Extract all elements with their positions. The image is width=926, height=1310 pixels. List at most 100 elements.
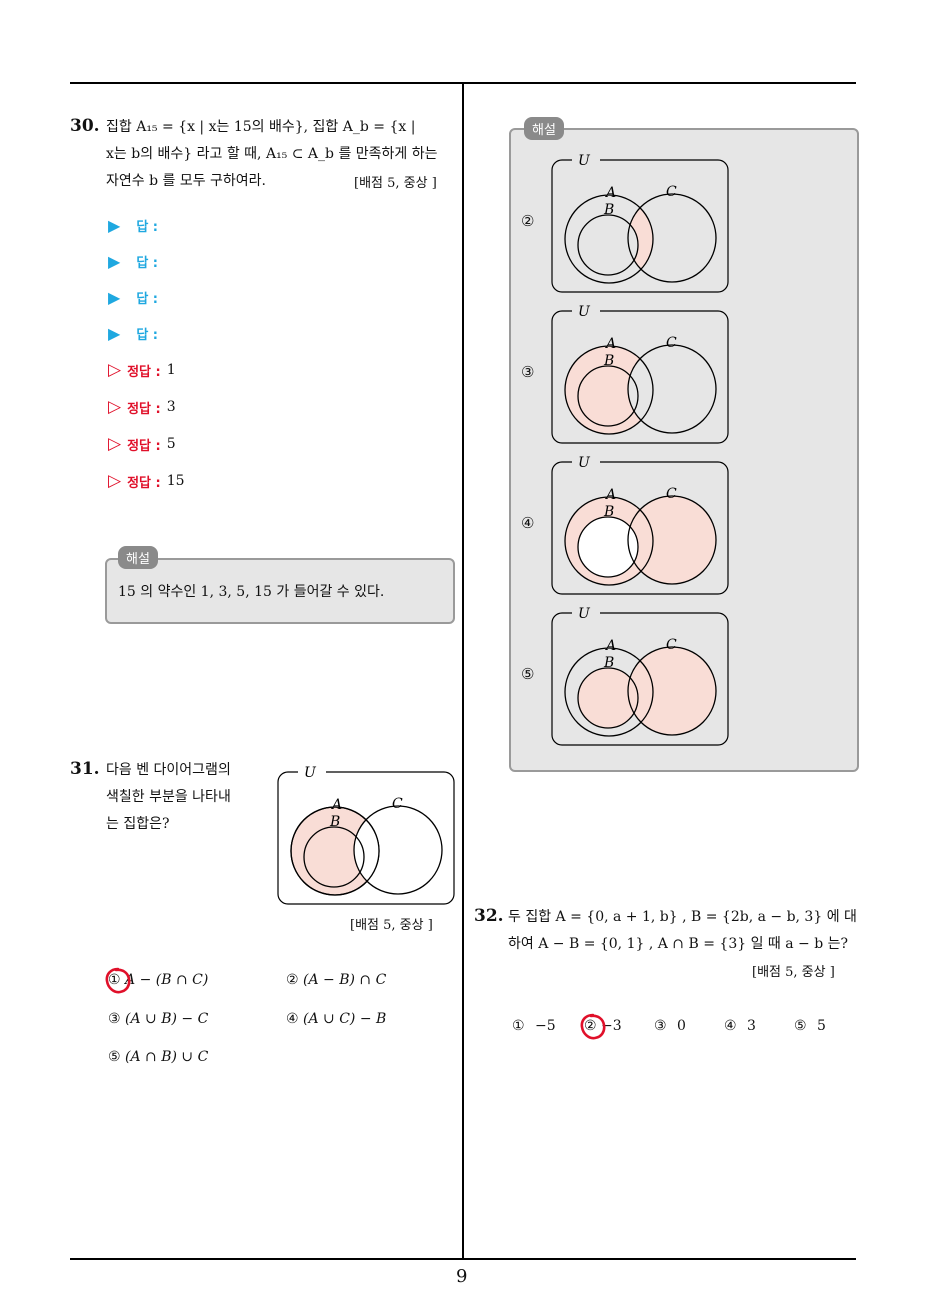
q31-choice-2[interactable]: ② (A − B) ∩ C — [286, 972, 386, 988]
q31-choice-1[interactable]: ① A − (B ∩ C) — [108, 972, 208, 988]
column-divider — [462, 82, 464, 1260]
play-icon: ▶ — [108, 216, 121, 235]
correct-label: 정답 : — [127, 475, 161, 491]
venn-label-c: C — [666, 184, 677, 200]
page-number: 9 — [456, 1266, 468, 1287]
venn-set-c — [353, 805, 443, 895]
choice-number: ③ — [108, 1011, 121, 1027]
correct-value: 5 — [166, 436, 176, 452]
choice-number: ⑤ — [794, 1018, 807, 1034]
choice-number: ④ — [286, 1011, 299, 1027]
triangle-outline-icon: ▷ — [108, 360, 122, 380]
correct-value: 1 — [166, 362, 176, 378]
q30-line2: x는 b의 배수} 라고 할 때, A₁₅ ⊂ A_b 를 만족하게 하는 — [106, 146, 438, 162]
q31-line1: 다음 벤 다이어그램의 — [106, 762, 231, 778]
venn-label-u: U — [578, 304, 591, 320]
q31-venn-diagram: U A B C — [277, 763, 455, 905]
q30-number: 30. — [70, 116, 100, 136]
venn-label-c: C — [666, 637, 677, 653]
correct-value: 15 — [166, 473, 185, 489]
q31-choice-5[interactable]: ⑤ (A ∩ B) ∪ C — [108, 1049, 208, 1065]
explain-venn-4: U A B C — [551, 453, 729, 595]
choice-number: ② — [584, 1018, 597, 1034]
q30-meta: [배점 5, 중상 ] — [354, 176, 437, 191]
choice-number: ③ — [654, 1018, 667, 1034]
venn-label-b: B — [603, 504, 614, 520]
q31-meta: [배점 5, 중상 ] — [350, 918, 433, 933]
choice-number: ② — [286, 972, 299, 988]
explain-venn-5: U A B C — [551, 604, 729, 746]
q30-explanation-box — [105, 558, 455, 624]
venn-label-b: B — [329, 814, 340, 830]
triangle-outline-icon: ▷ — [108, 434, 122, 454]
choice-number: ⑤ — [108, 1049, 121, 1065]
choice-text: (A ∪ C) − B — [303, 1011, 387, 1027]
correct-answer-2: ▷ 정답 : 3 — [108, 397, 176, 417]
answer-label: 답 : — [136, 328, 158, 343]
answer-input-1[interactable]: ▶ 답 : — [108, 216, 158, 235]
triangle-outline-icon: ▷ — [108, 397, 122, 417]
q32-choice-3[interactable]: ③ 0 — [654, 1018, 686, 1034]
answer-input-3[interactable]: ▶ 답 : — [108, 288, 158, 307]
answer-label: 답 : — [136, 220, 158, 235]
correct-answer-1: ▷ 정답 : 1 — [108, 360, 176, 380]
choice-text: A − (B ∩ C) — [125, 972, 209, 988]
correct-label: 정답 : — [127, 401, 161, 417]
q30-text: 집합 A₁₅ = {x | x는 15의 배수}, 집합 A_b = {x | … — [106, 114, 456, 195]
venn-label-u: U — [304, 765, 317, 781]
choice-text: −3 — [601, 1018, 622, 1034]
q32-choice-5[interactable]: ⑤ 5 — [794, 1018, 826, 1034]
explain-option-number: ⑤ — [521, 665, 535, 683]
q32-text: 두 집합 A = {0, a + 1, b} , B = {2b, a − b,… — [508, 904, 860, 958]
q32-number: 32. — [474, 906, 504, 926]
venn-label-b: B — [603, 353, 614, 369]
q30-explanation-tag: 해설 — [118, 546, 158, 569]
answer-label: 답 : — [136, 292, 158, 307]
q32-line2: 하여 A − B = {0, 1} , A ∩ B = {3} 일 때 a − … — [508, 936, 849, 952]
q31-line2: 색칠한 부분을 나타내 — [106, 789, 231, 805]
q31-number: 31. — [70, 759, 100, 779]
play-icon: ▶ — [108, 252, 121, 271]
venn-label-c: C — [666, 486, 677, 502]
q32-choice-4[interactable]: ④ 3 — [724, 1018, 756, 1034]
venn-label-b: B — [603, 202, 614, 218]
q30-line1: 집합 A₁₅ = {x | x는 15의 배수}, 집합 A_b = {x | — [106, 119, 416, 135]
bottom-rule — [70, 1258, 856, 1260]
correct-value: 3 — [166, 399, 176, 415]
q31-line3: 는 집합은? — [106, 816, 170, 832]
explain-venn-2: U A B C — [551, 151, 729, 293]
venn-label-a: A — [604, 638, 616, 654]
venn-set-b — [303, 826, 365, 888]
triangle-outline-icon: ▷ — [108, 471, 122, 491]
choice-text: 0 — [677, 1018, 686, 1034]
answer-input-2[interactable]: ▶ 답 : — [108, 252, 158, 271]
choice-text: (A − B) ∩ C — [303, 972, 387, 988]
play-icon: ▶ — [108, 288, 121, 307]
explain-option-number: ④ — [521, 514, 535, 532]
choice-number: ④ — [724, 1018, 737, 1034]
explain-venn-3: U A B C — [551, 302, 729, 444]
explain-option-number: ② — [521, 212, 535, 230]
answer-input-4[interactable]: ▶ 답 : — [108, 324, 158, 343]
choice-text: (A ∩ B) ∪ C — [125, 1049, 209, 1065]
choice-number: ① — [108, 972, 121, 988]
q30-line3: 자연수 b 를 모두 구하여라. — [106, 173, 267, 189]
venn-label-a: A — [330, 797, 342, 813]
play-icon: ▶ — [108, 324, 121, 343]
q31-explanation-tag: 해설 — [524, 117, 564, 140]
choice-text: −5 — [535, 1018, 556, 1034]
q31-choice-3[interactable]: ③ (A ∪ B) − C — [108, 1011, 208, 1027]
correct-answer-4: ▷ 정답 : 15 — [108, 471, 185, 491]
q30-explanation-text: 15 의 약수인 1, 3, 5, 15 가 들어갈 수 있다. — [118, 584, 385, 600]
q32-line1: 두 집합 A = {0, a + 1, b} , B = {2b, a − b,… — [508, 909, 857, 925]
venn-label-u: U — [578, 455, 591, 471]
answer-label: 답 : — [136, 256, 158, 271]
q32-meta: [배점 5, 중상 ] — [752, 965, 835, 980]
choice-number: ① — [512, 1018, 525, 1034]
venn-label-u: U — [578, 153, 591, 169]
venn-label-b: B — [603, 655, 614, 671]
q32-choice-1[interactable]: ① −5 — [512, 1018, 556, 1034]
q31-choice-4[interactable]: ④ (A ∪ C) − B — [286, 1011, 386, 1027]
correct-label: 정답 : — [127, 364, 161, 380]
q32-choice-2[interactable]: ② −3 — [584, 1018, 622, 1034]
